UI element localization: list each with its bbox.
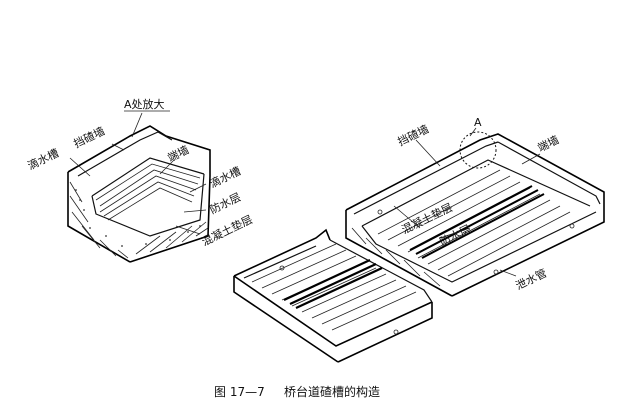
left-leaders [69, 112, 207, 235]
figure-title: 桥台道碴槽的构造 [284, 384, 380, 399]
middle-segment [233, 228, 433, 363]
detail-title: A处放大 [124, 97, 165, 111]
left-end-wall-label: 端墙 [165, 142, 191, 164]
right-a-marker: A [474, 116, 482, 129]
right-drain-pipe-label: 泄水管 [513, 266, 549, 293]
right-parapet-label: 挡碴墙 [395, 122, 431, 149]
detail-block [67, 125, 211, 263]
left-waterproof-label: 防水层 [207, 190, 243, 217]
abutment-segment [345, 131, 605, 297]
right-leaders [393, 127, 541, 277]
figure-number: 图 17—7 [214, 385, 265, 399]
left-drain-groove-label: 滴水槽 [207, 164, 243, 191]
left-parapet-label: 挡碴墙 [71, 124, 107, 151]
right-end-wall-label: 端墙 [535, 132, 561, 154]
left-drip-label: 滴水槽 [25, 146, 61, 173]
